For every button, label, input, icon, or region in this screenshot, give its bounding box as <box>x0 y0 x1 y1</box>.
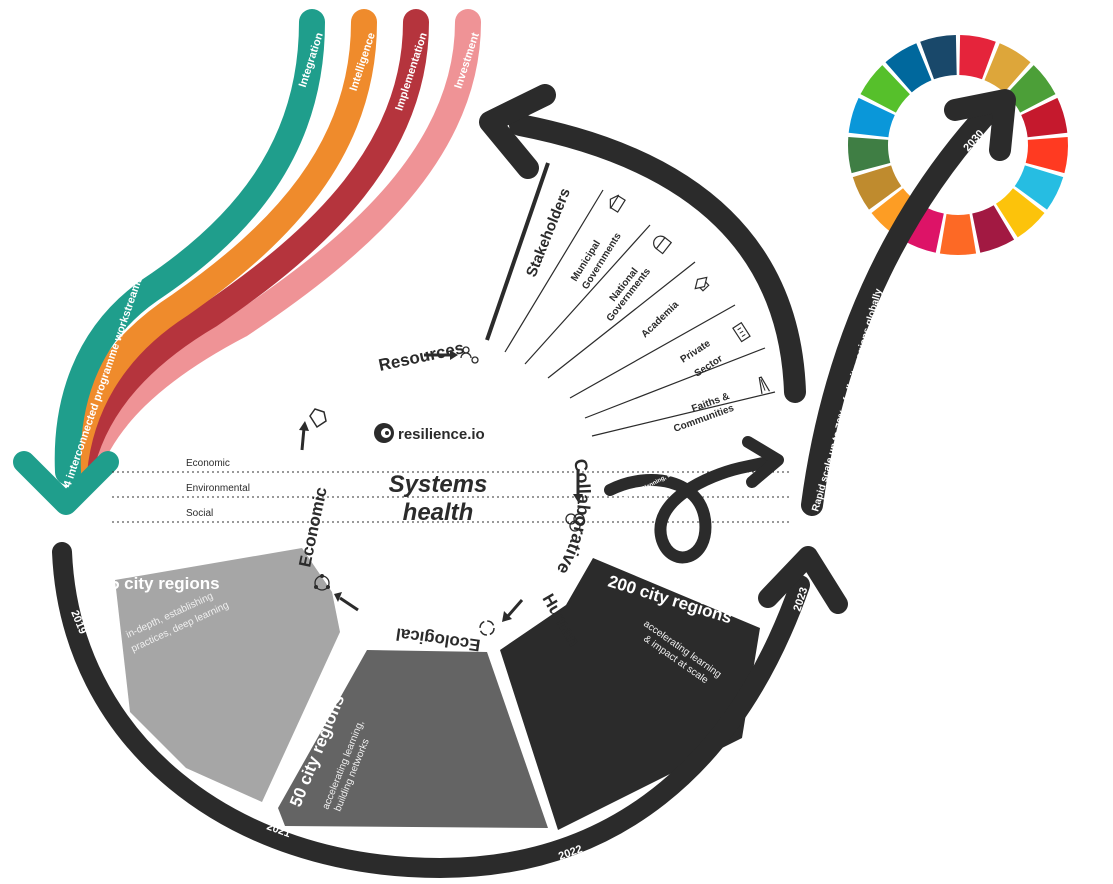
national-building-icon <box>653 235 673 255</box>
dimension-economic-label: Economic <box>186 458 230 469</box>
sdg-segment <box>972 205 1015 253</box>
central-cycle: Collaborative Resources Human Ecological… <box>295 338 594 655</box>
stakeholder-private-line2: Sector <box>693 353 725 379</box>
sdg-segment <box>920 35 957 80</box>
cycle-arrowhead-icon <box>450 350 458 360</box>
collaborative-people-icon <box>460 346 479 364</box>
sdg-wheel <box>847 35 1069 255</box>
phase-sectors: 5 city regions in-depth, establishing pr… <box>110 548 760 830</box>
cycle-arrow-ecological-to-economic <box>339 596 359 612</box>
cycle-arrow-economic-to-resources <box>300 427 306 451</box>
sdg-segment <box>852 165 902 210</box>
cycle-label-economic: Economic <box>295 485 330 568</box>
municipal-building-icon <box>609 194 626 213</box>
cycle-labels: Collaborative <box>553 457 594 578</box>
cycle-arrowhead-icon <box>573 494 583 502</box>
praying-hands-icon <box>758 376 771 394</box>
sdg-segment <box>939 214 977 255</box>
sdg-segment <box>885 43 932 93</box>
human-brain-icon <box>565 513 585 532</box>
sdg-segment <box>901 205 944 253</box>
cycle-arrow-human-to-ecological <box>506 599 524 617</box>
brand-name: resilience.io <box>398 426 485 443</box>
sdg-segment <box>1025 137 1069 174</box>
stakeholder-arrowhead-icon <box>479 84 556 179</box>
workstream-arrowhead-icon <box>13 451 119 515</box>
cycle-arrowhead-icon <box>299 421 309 431</box>
resilience-logo-icon <box>374 423 394 443</box>
timeline-arc <box>52 542 810 879</box>
office-building-icon <box>732 321 751 343</box>
timeline-arrowhead-icon <box>758 546 848 614</box>
spiral-arrowhead-icon <box>742 436 784 488</box>
sdg-segment <box>1021 97 1068 138</box>
ecological-recycle-icon <box>479 620 495 636</box>
stakeholders-line <box>485 162 550 341</box>
stakeholder-line-faiths <box>584 347 766 419</box>
stakeholder-fan: Stakeholders Municipal Governments Natio… <box>479 84 806 437</box>
sdg-segment <box>860 65 910 113</box>
scale-arrow: Rapid scale up to 70% of all city region… <box>810 89 1016 513</box>
spiral-process: Design, Planning, Deployment <box>604 436 784 564</box>
phase-sector-200-regions <box>500 558 760 830</box>
stakeholder-arc-arrow <box>509 114 806 403</box>
stakeholder-line-academia <box>547 261 696 379</box>
sdg-segment <box>959 35 996 80</box>
sdg-segment <box>996 188 1045 238</box>
stakeholder-line-municipal <box>504 189 604 353</box>
resources-gem-icon <box>309 408 327 429</box>
dimension-environmental-label: Environmental <box>186 483 250 494</box>
dimension-social-label: Social <box>186 508 213 519</box>
phase-5-title: 5 city regions <box>110 574 220 593</box>
phase-sector-5-regions <box>115 548 340 802</box>
stakeholder-line-extra <box>591 391 776 437</box>
cycle-label-collaborative: Collaborative <box>553 457 594 578</box>
academia-cap-icon <box>694 276 710 292</box>
scale-arrowhead-icon <box>944 89 1016 161</box>
cycle-arrowhead-icon <box>334 592 342 602</box>
stakeholder-academia-label: Academia <box>639 299 681 340</box>
sdg-segment <box>1014 165 1064 210</box>
sdg-segment <box>848 97 895 138</box>
stakeholder-line-national <box>524 224 651 365</box>
center-title-line2: health <box>403 499 474 526</box>
sdg-segment <box>1006 65 1056 113</box>
cycle-arrowhead-icon <box>502 611 512 622</box>
center-title-line1: Systems <box>389 471 488 498</box>
spiral-loop <box>604 456 774 564</box>
economic-network-icon <box>314 574 330 591</box>
sdg-segment <box>847 137 891 174</box>
sdg-segment <box>984 43 1031 93</box>
stakeholder-line-private <box>569 304 736 399</box>
cycle-label-ecological: Ecological <box>395 624 482 655</box>
phase-sector-50-regions <box>278 650 548 828</box>
stakeholders-title: Stakeholders <box>523 186 574 280</box>
